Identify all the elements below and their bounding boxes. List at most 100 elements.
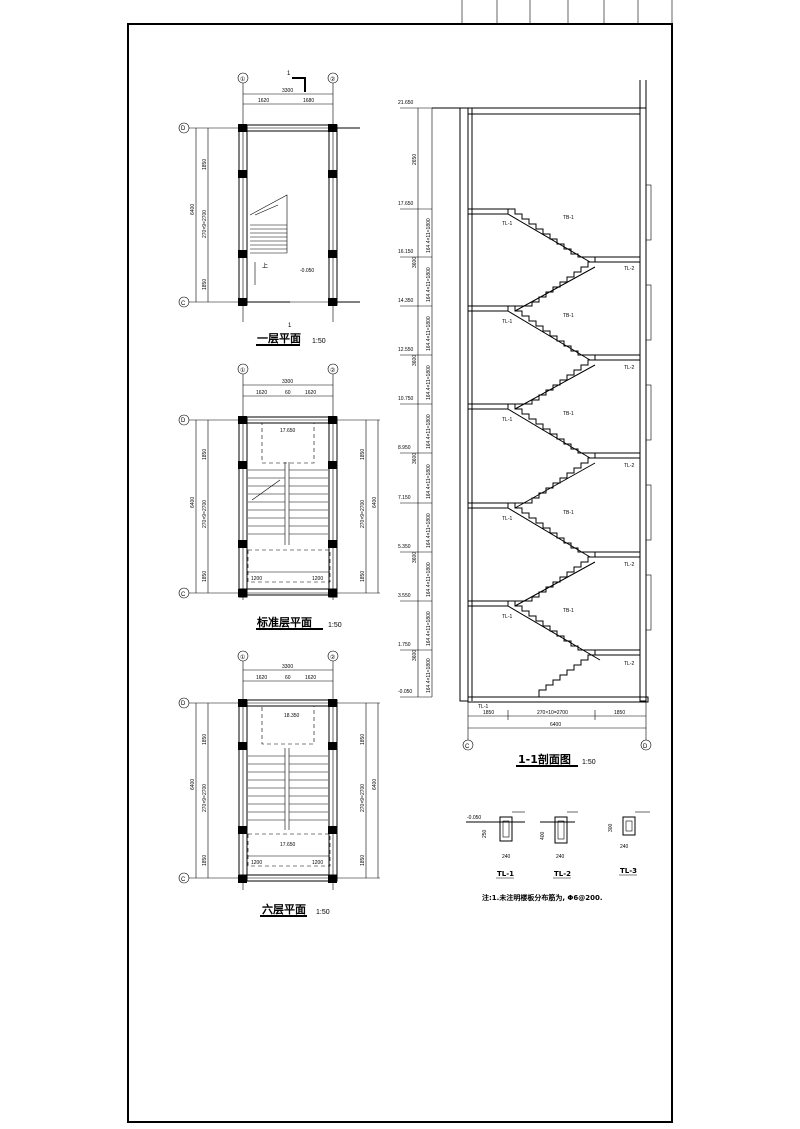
- dim-text: 1850: [202, 855, 208, 866]
- beam-label: TB-1: [563, 411, 574, 417]
- level-mark: -0.050: [467, 815, 481, 821]
- plan-scale: 1:50: [316, 909, 330, 916]
- general-note: 注:1.未注明楼板分布筋为, Φ6@200.: [482, 893, 603, 902]
- title-block: [461, 0, 673, 25]
- plan-scale: 1:50: [312, 338, 326, 345]
- dim-text: 3600: [412, 257, 418, 268]
- elevation: 1.750: [398, 642, 411, 648]
- detail-name: TL-3: [620, 867, 637, 875]
- dim-text: 1620: [256, 390, 267, 396]
- dim-text: 1200: [312, 860, 323, 866]
- beam-label: TL-1: [478, 704, 489, 710]
- dim-text: 6400: [190, 779, 196, 790]
- dim-text: 6400: [190, 204, 196, 215]
- beam-label: TB-1: [563, 608, 574, 614]
- axis-label: D: [181, 126, 186, 132]
- beam-label: TL-1: [502, 417, 513, 423]
- section-mark: 1: [287, 71, 291, 77]
- dim-text: 164.4×11=1800: [426, 464, 432, 499]
- dim-text: 3300: [282, 379, 293, 385]
- plan-sixth-floor: ① ② D C 3300 1620 60 1620 6400 1850 270×…: [178, 650, 380, 917]
- dim-text: 300: [608, 823, 614, 832]
- elevation: 17.650: [398, 201, 414, 207]
- dim-text: 164.4×11=1800: [426, 414, 432, 449]
- dim-text: 1850: [360, 449, 366, 460]
- dim-text: 3300: [282, 88, 293, 94]
- dim-text: 60: [285, 675, 291, 681]
- dim-text: 270×9=2700: [202, 500, 208, 528]
- dim-text: 164.4×11=1800: [426, 562, 432, 597]
- detail-name: TL-1: [497, 870, 514, 878]
- dim-text: 270×10=2700: [537, 710, 568, 716]
- dim-text: 400: [540, 831, 546, 840]
- axis-label: ①: [240, 76, 245, 83]
- beam-label: TL-1: [502, 516, 513, 522]
- elevation: -0.050: [398, 689, 412, 695]
- axis-label: ①: [240, 367, 245, 374]
- dim-text: 1200: [312, 576, 323, 582]
- beam-label: TB-1: [563, 215, 574, 221]
- dim-text: 1850: [360, 734, 366, 745]
- elevation: 12.550: [398, 347, 414, 353]
- dim-text: 1850: [614, 710, 625, 716]
- dim-text: 164.4×11=1800: [426, 316, 432, 351]
- elevation: 5.350: [398, 544, 411, 550]
- dim-text: 1620: [258, 98, 269, 104]
- beam-label: TB-1: [563, 313, 574, 319]
- beam-label: TL-2: [624, 562, 635, 568]
- plan-title: 标准层平面: [256, 615, 312, 629]
- plan-title: 六层平面: [262, 902, 306, 916]
- section-title: 1-1剖面图: [518, 752, 571, 766]
- beam-label: TL-2: [624, 365, 635, 371]
- beam-label: TL-1: [502, 614, 513, 620]
- section-mark: 1: [288, 323, 292, 329]
- axis-label: ②: [330, 654, 335, 661]
- dim-text: 3600: [412, 650, 418, 661]
- plan-scale: 1:50: [328, 622, 342, 629]
- dim-text: 3600: [412, 355, 418, 366]
- dim-text: 2650: [412, 154, 418, 165]
- dim-text: 1850: [202, 449, 208, 460]
- dim-text: 240: [556, 854, 565, 860]
- axis-label: ②: [330, 76, 335, 83]
- dim-text: 6400: [550, 722, 561, 728]
- section-scale: 1:50: [582, 759, 596, 766]
- detail-name: TL-2: [554, 870, 571, 878]
- beam-label: TL-2: [624, 463, 635, 469]
- dim-text: 6400: [372, 497, 378, 508]
- dim-text: 240: [502, 854, 511, 860]
- beam-details: -0.050 250 240 TL-1 400 240 TL-2 300 240…: [466, 811, 650, 879]
- dim-text: 1620: [305, 675, 316, 681]
- elevation: 7.150: [398, 495, 411, 501]
- dim-text: 3300: [282, 664, 293, 670]
- dim-text: 164.4×11=1800: [426, 218, 432, 253]
- dim-text: 6400: [190, 497, 196, 508]
- elevation: 16.150: [398, 249, 414, 255]
- beam-label: TL-2: [624, 266, 635, 272]
- plan-ground-floor: ① ② D C 1 1 3300 1620 1680 6400 1850 270…: [178, 71, 360, 346]
- dim-text: 1850: [202, 159, 208, 170]
- dim-text: 164.4×11=1800: [426, 658, 432, 693]
- dim-text: 1850: [483, 710, 494, 716]
- dim-text: 1850: [360, 571, 366, 582]
- dim-text: 1850: [202, 734, 208, 745]
- dim-text: 1850: [202, 571, 208, 582]
- dim-text: 1680: [303, 98, 314, 104]
- beam-label: TL-1: [502, 319, 513, 325]
- plan-title: 一层平面: [257, 332, 301, 345]
- axis-label: D: [181, 701, 186, 707]
- sheet-border: [127, 23, 673, 1123]
- elevation: 14.350: [398, 298, 414, 304]
- dim-text: 3600: [412, 552, 418, 563]
- elevation: 21.650: [398, 100, 414, 106]
- axis-label: C: [181, 592, 186, 598]
- axis-label: D: [643, 744, 648, 750]
- dim-text: 240: [620, 844, 629, 850]
- dim-text: 164.4×11=1800: [426, 267, 432, 302]
- axis-label: C: [181, 877, 186, 883]
- axis-label: C: [181, 301, 186, 307]
- beam-label: TB-1: [563, 510, 574, 516]
- dim-text: 270×9=2700: [360, 784, 366, 812]
- axis-label: ①: [240, 654, 245, 661]
